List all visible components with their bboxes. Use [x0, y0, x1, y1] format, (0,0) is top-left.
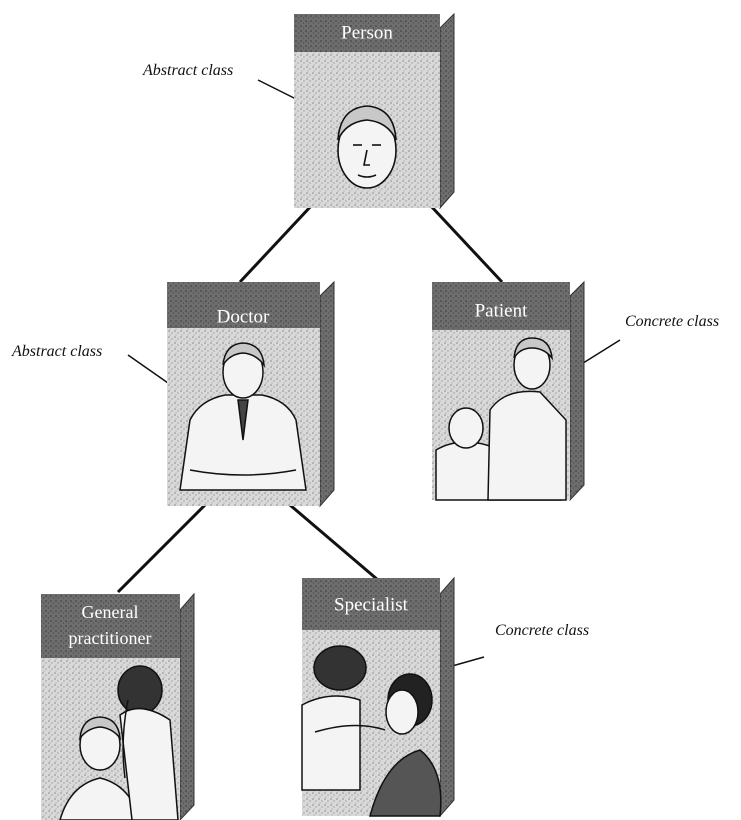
- class-title-line-1: General: [82, 602, 139, 622]
- card-side: [440, 578, 454, 816]
- edge-person-doctor: [240, 205, 312, 282]
- annotation-doctor-abstract: Abstract class: [12, 343, 102, 361]
- class-title: Person: [341, 22, 393, 43]
- annotation-person-abstract: Abstract class: [143, 62, 233, 80]
- class-title: Doctor: [217, 306, 270, 327]
- class-title: Patient: [475, 300, 528, 321]
- card-side: [570, 282, 584, 500]
- class-title: Specialist: [334, 594, 409, 615]
- class-node-specialist: Specialist: [302, 578, 454, 816]
- class-node-person: Person: [294, 14, 454, 208]
- card-side: [320, 282, 334, 506]
- annotation-patient-concrete: Concrete class: [625, 313, 719, 331]
- class-node-doctor: Doctor: [167, 282, 334, 506]
- edge-doctor-general-practitioner: [118, 505, 205, 592]
- edge-doctor-specialist: [290, 505, 378, 580]
- class-node-general-practitioner: General practitioner: [41, 594, 194, 820]
- class-title-line-2: practitioner: [69, 628, 152, 648]
- face-illustration: [338, 106, 396, 188]
- card-side: [180, 594, 194, 820]
- class-node-patient: Patient: [432, 282, 584, 500]
- card-side: [440, 14, 454, 208]
- annotation-specialist-concrete: Concrete class: [495, 622, 589, 640]
- edge-person-patient: [430, 205, 502, 282]
